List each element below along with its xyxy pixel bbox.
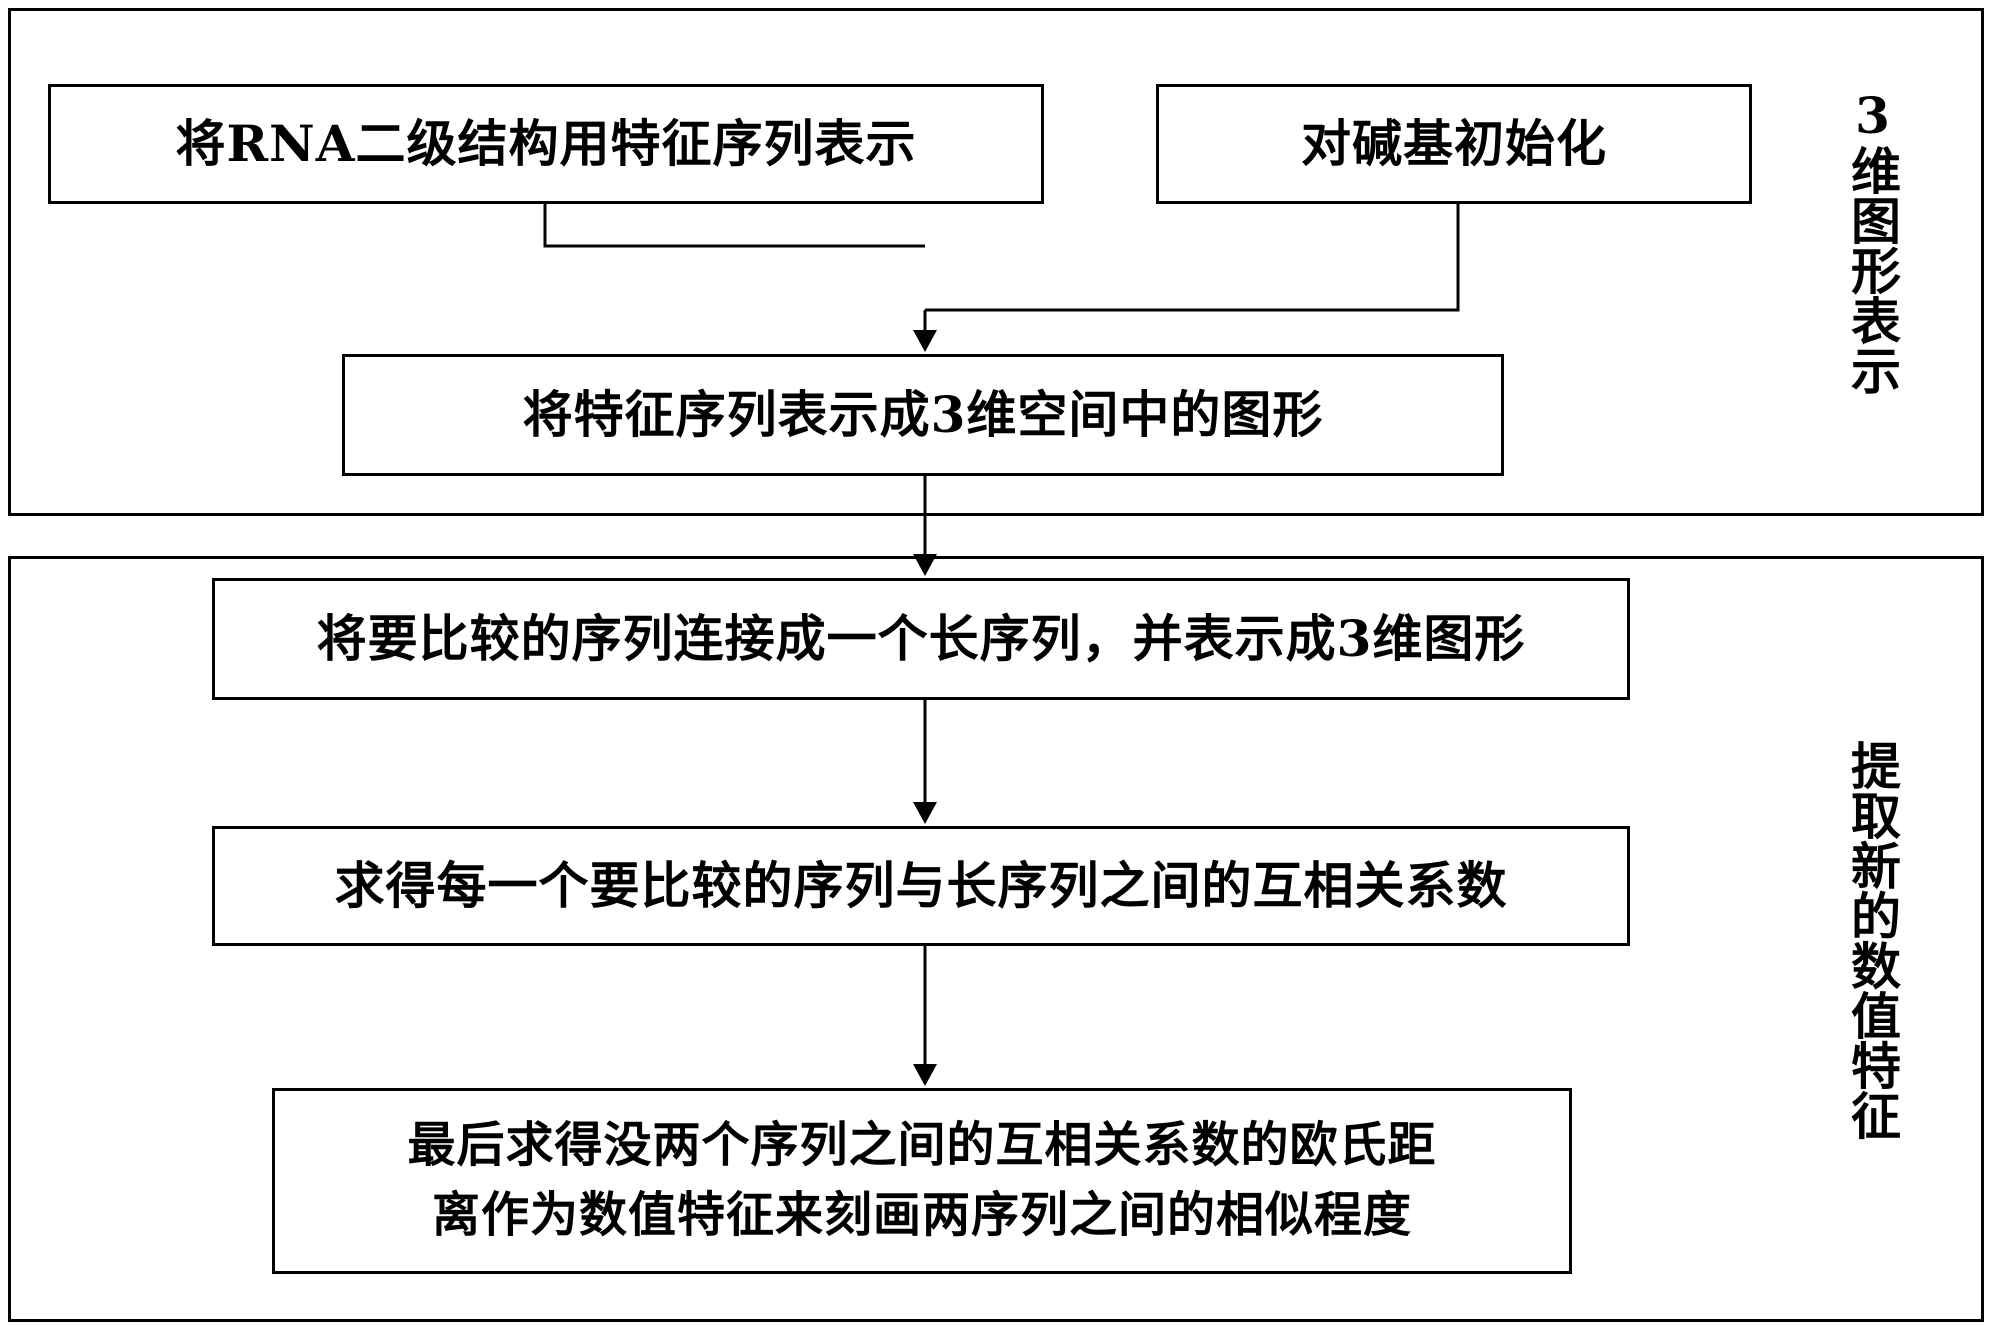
connector-rna-to-merge <box>543 204 925 248</box>
step-rna-feature-sequence: 将RNA二级结构用特征序列表示 <box>48 84 1044 204</box>
step-base-initialization: 对碱基初始化 <box>1156 84 1752 204</box>
step-represent-3d-graph: 将特征序列表示成3维空间中的图形 <box>342 354 1504 476</box>
group-3d-representation <box>8 8 1984 516</box>
arrow-head-to-correlation <box>913 802 937 824</box>
arrow-head-to-final <box>913 1064 937 1086</box>
step-cross-correlation: 求得每一个要比较的序列与长序列之间的互相关系数 <box>212 826 1630 946</box>
step-euclidean-distance: 最后求得没两个序列之间的互相关系数的欧氏距 离作为数值特征来刻画两序列之间的相似… <box>272 1088 1572 1274</box>
connector-base-to-merge <box>925 204 1460 312</box>
step-euclidean-distance-line1: 最后求得没两个序列之间的互相关系数的欧氏距 <box>407 1117 1437 1174</box>
step-euclidean-distance-line2: 离作为数值特征来刻画两序列之间的相似程度 <box>431 1187 1412 1243</box>
group-label-numeric-features: 提取新的数值特征 <box>1843 740 1902 1140</box>
arrow-head-to-concat <box>913 554 937 576</box>
group-label-3d-representation: 3维图形表示 <box>1843 85 1902 395</box>
group-numeric-features <box>8 556 1984 1322</box>
arrow-head-to-3d <box>913 330 937 352</box>
step-concatenate-sequences: 将要比较的序列连接成一个长序列，并表示成3维图形 <box>212 578 1630 700</box>
